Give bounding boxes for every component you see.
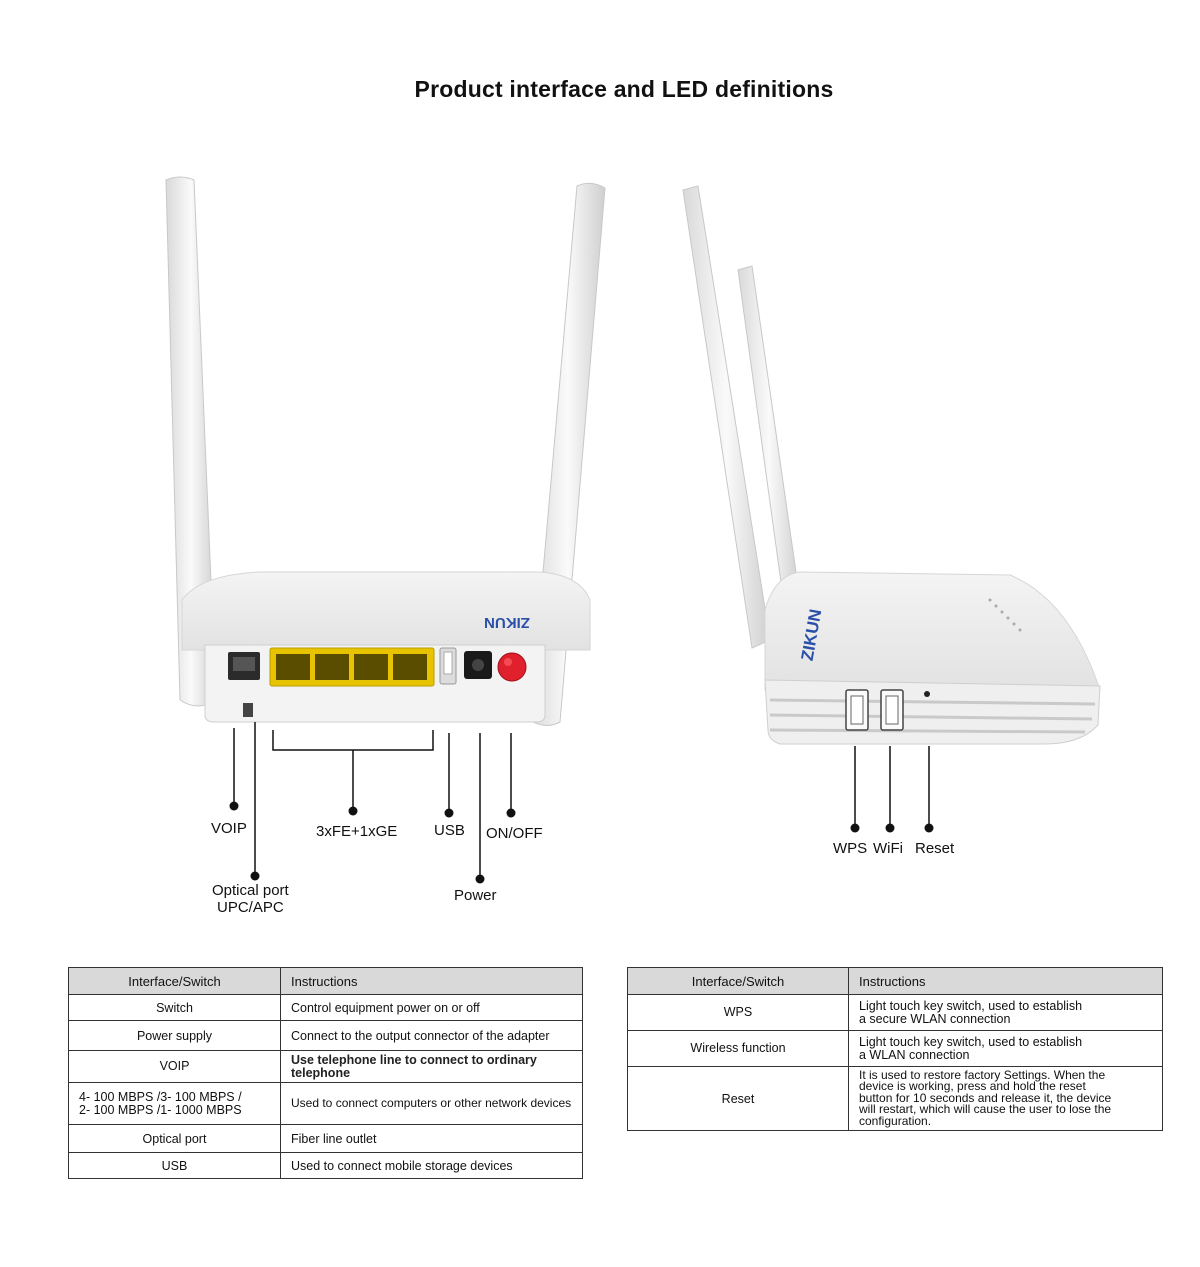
row-name: Wireless function: [627, 1030, 849, 1067]
page-title: Product interface and LED definitions: [414, 76, 834, 102]
row-name: Power supply: [68, 1020, 281, 1051]
row-desc: It is used to restore factory Settings. …: [848, 1066, 1163, 1131]
table-row: Power supply Connect to the output conne…: [68, 1020, 583, 1051]
callout-optical-port: Optical port UPC/APC: [212, 882, 289, 916]
table-row: Wireless function Light touch key switch…: [627, 1030, 1163, 1067]
lan-port: [276, 654, 310, 680]
callout-onoff: ON/OFF: [486, 825, 543, 842]
table-header-row: Interface/Switch Instructions: [627, 967, 1163, 995]
row-name: USB: [68, 1152, 281, 1179]
row-desc: Control equipment power on or off: [280, 994, 583, 1021]
table-row: USB Used to connect mobile storage devic…: [68, 1152, 583, 1179]
callout-optical-line2: UPC/APC: [217, 899, 284, 916]
side-antenna-back: [682, 185, 771, 649]
callout-reset: Reset: [915, 840, 955, 857]
lan-port: [354, 654, 388, 680]
side-view-router: ZIKUN: [682, 185, 1101, 833]
header-interface: Interface/Switch: [627, 967, 849, 995]
header-instructions: Instructions: [848, 967, 1163, 995]
router-illustration: ZIKUN: [165, 176, 1101, 884]
interface-table-rear: Interface/Switch Instructions Switch Con…: [68, 967, 583, 1179]
side-panel: [764, 679, 1101, 745]
callout-optical-line1: Optical port: [212, 882, 289, 899]
row-desc: Light touch key switch, used to establis…: [848, 1030, 1163, 1067]
table-row: Optical port Fiber line outlet: [68, 1124, 583, 1153]
lan-port: [315, 654, 349, 680]
table-row: Reset It is used to restore factory Sett…: [627, 1066, 1163, 1131]
row-desc: Light touch key switch, used to establis…: [848, 994, 1163, 1031]
lan-port: [393, 654, 427, 680]
table-row: VOIP Use telephone line to connect to or…: [68, 1050, 583, 1083]
table-row: Switch Control equipment power on or off: [68, 994, 583, 1021]
power-button: [497, 652, 527, 682]
optical-port: [243, 703, 253, 717]
table-header-row: Interface/Switch Instructions: [68, 967, 583, 995]
table-row: WPS Light touch key switch, used to esta…: [627, 994, 1163, 1031]
row-desc: Connect to the output connector of the a…: [280, 1020, 583, 1051]
callout-wifi: WiFi: [873, 840, 903, 857]
table-row: 4- 100 MBPS /3- 100 MBPS / 2- 100 MBPS /…: [68, 1082, 583, 1125]
callout-wps: WPS: [833, 840, 868, 857]
callout-usb: USB: [434, 822, 465, 839]
row-desc: Use telephone line to connect to ordinar…: [280, 1050, 583, 1083]
brand-logo-rear: ZIKUN: [484, 614, 530, 631]
row-desc: Used to connect computers or other netwo…: [280, 1082, 583, 1125]
rear-view-router: ZIKUN: [165, 176, 606, 884]
reset-hole: [924, 691, 930, 697]
row-name: Reset: [627, 1066, 849, 1131]
header-instructions: Instructions: [280, 967, 583, 995]
callout-lan: 3xFE+1xGE: [316, 823, 398, 840]
interface-table-side: Interface/Switch Instructions WPS Light …: [627, 967, 1163, 1131]
row-name: VOIP: [68, 1050, 281, 1083]
callout-power: Power: [454, 887, 497, 904]
header-interface: Interface/Switch: [68, 967, 281, 995]
row-name: WPS: [627, 994, 849, 1031]
callout-voip: VOIP: [211, 820, 247, 837]
row-name: 4- 100 MBPS /3- 100 MBPS / 2- 100 MBPS /…: [68, 1082, 281, 1125]
row-desc: Used to connect mobile storage devices: [280, 1152, 583, 1179]
row-desc: Fiber line outlet: [280, 1124, 583, 1153]
row-name: Optical port: [68, 1124, 281, 1153]
row-name: Switch: [68, 994, 281, 1021]
